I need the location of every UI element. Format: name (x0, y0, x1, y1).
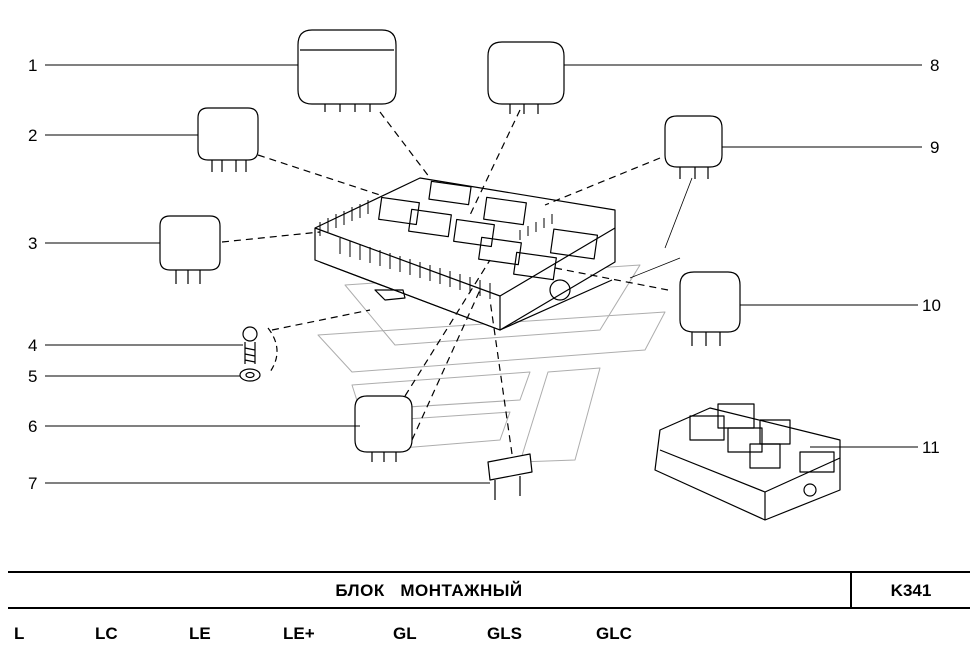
callout-4: 4 (28, 336, 38, 355)
mounting-block (314, 177, 616, 331)
variant-item: LE (189, 624, 211, 643)
catalog-code: K341 (890, 581, 932, 600)
variant-item: GLS (487, 624, 522, 643)
relay-10 (679, 271, 741, 346)
callout-2: 2 (28, 126, 38, 145)
relay-1 (297, 29, 397, 112)
screw-4 (242, 326, 258, 364)
leader-lines (45, 64, 922, 484)
relay-8 (487, 41, 565, 114)
callout-10: 10 (922, 296, 941, 315)
callout-1: 1 (28, 56, 38, 75)
relay-9 (664, 115, 723, 179)
relay-2 (197, 107, 259, 172)
callout-8: 8 (930, 56, 940, 75)
assembly-lines (221, 109, 669, 455)
assembled-block-11 (654, 403, 841, 521)
variant-item: GLC (596, 624, 632, 643)
watermark-logo (317, 264, 666, 463)
title-divider (850, 573, 852, 607)
variant-item: L (14, 624, 25, 643)
page-title: БЛОК МОНТАЖНЫЙ (335, 581, 523, 600)
guide-lines (629, 177, 693, 279)
parts-diagram (45, 29, 922, 521)
washer-5 (239, 368, 261, 382)
variant-item: LE+ (283, 624, 315, 643)
variant-item: GL (393, 624, 417, 643)
fuse-7 (487, 453, 533, 500)
callout-9: 9 (930, 138, 940, 157)
callout-6: 6 (28, 417, 38, 436)
relay-3 (159, 215, 221, 284)
relay-6 (354, 395, 413, 462)
variant-item: LC (95, 624, 118, 643)
callout-5: 5 (28, 367, 38, 386)
title-bar: БЛОК МОНТАЖНЫЙ K341 (8, 571, 970, 609)
callout-3: 3 (28, 234, 38, 253)
variant-list: L LC LE LE+ GL GLS GLC (0, 624, 980, 644)
callout-7: 7 (28, 474, 38, 493)
callout-11: 11 (922, 438, 940, 457)
